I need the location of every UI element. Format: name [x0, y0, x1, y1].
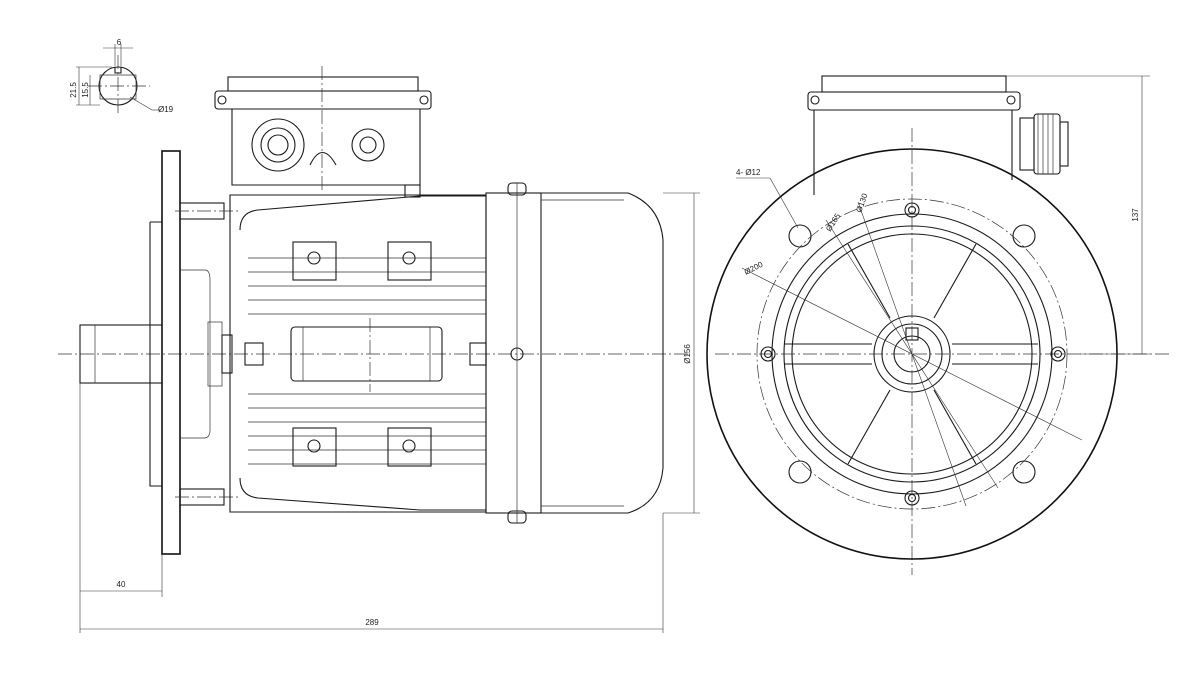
key-width-label: 6: [117, 38, 122, 47]
axis-height-label: 137: [1131, 208, 1140, 222]
pcd-mid-label: Ø165: [824, 211, 843, 233]
side-view: Ø156 40 289: [58, 66, 700, 633]
key-depth-label: 15.5: [81, 82, 90, 98]
key-height-label: 21.5: [69, 82, 78, 98]
front-view: Ø200 Ø165 Ø130 4- Ø12 137: [706, 75, 1170, 575]
fan-cover-diameter-label: Ø156: [683, 344, 692, 364]
shaft-section-detail: 6 21.5 15.5 Ø19: [69, 38, 174, 116]
terminal-box: [214, 66, 432, 198]
cooling-fins: [248, 257, 486, 465]
pcd-inner-label: Ø130: [854, 192, 869, 214]
bolt-holes-label: 4- Ø12: [736, 168, 761, 177]
overall-length-label: 289: [365, 618, 379, 627]
shaft-length-label: 40: [117, 580, 126, 589]
shaft-diameter-label: Ø19: [158, 105, 174, 114]
